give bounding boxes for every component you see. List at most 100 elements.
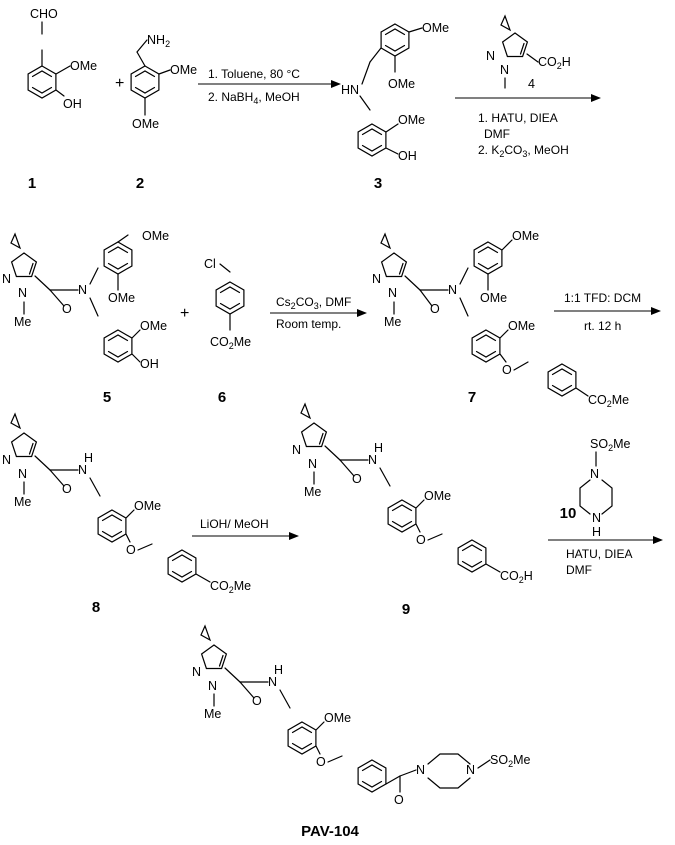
- compound-pav104-structure: N N Me O N H OMe O O N N SO2Me: [192, 625, 530, 807]
- atom-hn: HN: [341, 83, 359, 97]
- atom-me: Me: [14, 315, 31, 329]
- atom-co2me: CO2Me: [210, 335, 251, 351]
- compound-8-structure: N N Me O N H OMe O CO2Me: [2, 413, 251, 595]
- atom-so2me: SO2Me: [490, 753, 530, 769]
- atom-ome: OMe: [324, 711, 351, 725]
- atom-h: H: [374, 441, 383, 455]
- atom-n: N: [18, 286, 27, 300]
- atom-me: Me: [204, 707, 221, 721]
- atom-n: N: [590, 467, 599, 481]
- compound-label-6: 6: [218, 389, 226, 406]
- condition-step3-line2: Room temp.: [276, 317, 341, 331]
- atom-cho: CHO: [30, 7, 58, 21]
- atom-ome: OMe: [398, 113, 425, 127]
- atom-ome: OMe: [132, 117, 159, 131]
- compound-label-pav104: PAV-104: [301, 823, 359, 840]
- atom-n: N: [416, 763, 425, 777]
- compound-2-structure: NH2 OMe OMe: [130, 33, 197, 131]
- condition-step3-line1: Cs2CO3, DMF: [276, 295, 351, 311]
- atom-n: N: [372, 272, 381, 286]
- atom-co2me: CO2Me: [210, 579, 251, 595]
- atom-ome: OMe: [422, 21, 449, 35]
- compound-label-5: 5: [103, 389, 111, 406]
- atom-ome: OMe: [388, 77, 415, 91]
- condition-step6-line2: DMF: [566, 563, 592, 577]
- compound-label-8: 8: [92, 599, 100, 616]
- atom-n: N: [592, 511, 601, 525]
- atom-n: N: [78, 283, 87, 297]
- atom-me: Me: [14, 495, 31, 509]
- atom-ome: OMe: [108, 291, 135, 305]
- atom-n: N: [368, 453, 377, 467]
- atom-co2me: CO2Me: [588, 393, 629, 409]
- atom-oh: OH: [140, 357, 159, 371]
- atom-n: N: [192, 665, 201, 679]
- atom-me: Me: [304, 485, 321, 499]
- atom-ome: OMe: [140, 319, 167, 333]
- atom-n: N: [486, 49, 495, 63]
- compound-label-3: 3: [374, 175, 382, 192]
- atom-n: N: [18, 467, 27, 481]
- atom-co2h: CO2H: [538, 55, 571, 71]
- compound-7-structure: N N Me O N OMe OMe OMe O CO2Me: [372, 229, 629, 409]
- compound-1-structure: CHO OMe OH: [27, 7, 97, 111]
- atom-so2me: SO2Me: [590, 437, 630, 453]
- condition-step2-line1: 1. HATU, DIEA: [478, 111, 558, 125]
- compound-label-1: 1: [28, 175, 36, 192]
- atom-me: Me: [384, 315, 401, 329]
- atom-n: N: [2, 453, 11, 467]
- compound-label-10: 10: [560, 505, 577, 522]
- compound-4-structure: N N CO2H 4: [486, 15, 571, 91]
- atom-ome: OMe: [70, 59, 97, 73]
- atom-ome: OMe: [512, 229, 539, 243]
- atom-n: N: [268, 675, 277, 689]
- atom-h: H: [592, 525, 601, 539]
- atom-oh: OH: [398, 149, 417, 163]
- atom-ome: OMe: [170, 63, 197, 77]
- atom-o: O: [416, 533, 426, 547]
- atom-h: H: [274, 663, 283, 677]
- atom-n: N: [500, 63, 509, 77]
- condition-step5-line1: LiOH/ MeOH: [200, 517, 269, 531]
- compound-10-structure: SO2Me N N H 10: [560, 437, 631, 539]
- condition-step6-line1: HATU, DIEA: [566, 547, 632, 561]
- atom-ome: OMe: [508, 319, 535, 333]
- atom-o: O: [352, 472, 362, 486]
- atom-n: N: [466, 763, 475, 777]
- plus-sign-2: +: [180, 305, 189, 322]
- atom-o: O: [316, 755, 326, 769]
- compound-label-7: 7: [468, 389, 476, 406]
- condition-step1-line2: 2. NaBH4, MeOH: [208, 90, 300, 106]
- atom-n: N: [292, 443, 301, 457]
- atom-o: O: [126, 543, 136, 557]
- condition-step4-line1: 1:1 TFD: DCM: [564, 291, 641, 305]
- condition-step2-line2: DMF: [484, 127, 510, 141]
- atom-nh2: NH2: [147, 33, 170, 49]
- label-4: 4: [528, 77, 535, 91]
- atom-o: O: [62, 482, 72, 496]
- atom-ome: OMe: [134, 499, 161, 513]
- atom-o: O: [502, 363, 512, 377]
- atom-n: N: [2, 272, 11, 286]
- atom-cl: Cl: [204, 257, 216, 271]
- atom-ome: OMe: [142, 229, 169, 243]
- atom-n: N: [388, 286, 397, 300]
- atom-ome: OMe: [480, 291, 507, 305]
- atom-o: O: [252, 694, 262, 708]
- atom-o: O: [394, 793, 404, 807]
- atom-co2h: CO2H: [500, 569, 533, 585]
- compound-5-structure: N N Me O N OMe OMe OMe OH: [2, 229, 169, 371]
- compound-label-9: 9: [402, 601, 410, 618]
- atom-ome: OMe: [424, 489, 451, 503]
- atom-n: N: [208, 679, 217, 693]
- atom-oh: OH: [63, 97, 82, 111]
- compound-6-structure: Cl CO2Me: [204, 257, 251, 351]
- compound-3-structure: OMe OMe HN OMe OH: [341, 21, 449, 163]
- condition-step4-line2: rt. 12 h: [584, 319, 621, 333]
- compound-9-structure: N N Me O N H OMe O CO2H: [292, 403, 533, 585]
- condition-step1-line1: 1. Toluene, 80 °C: [208, 67, 300, 81]
- atom-n: N: [308, 457, 317, 471]
- atom-h: H: [84, 451, 93, 465]
- condition-step2-line3: 2. K2CO3, MeOH: [478, 143, 569, 159]
